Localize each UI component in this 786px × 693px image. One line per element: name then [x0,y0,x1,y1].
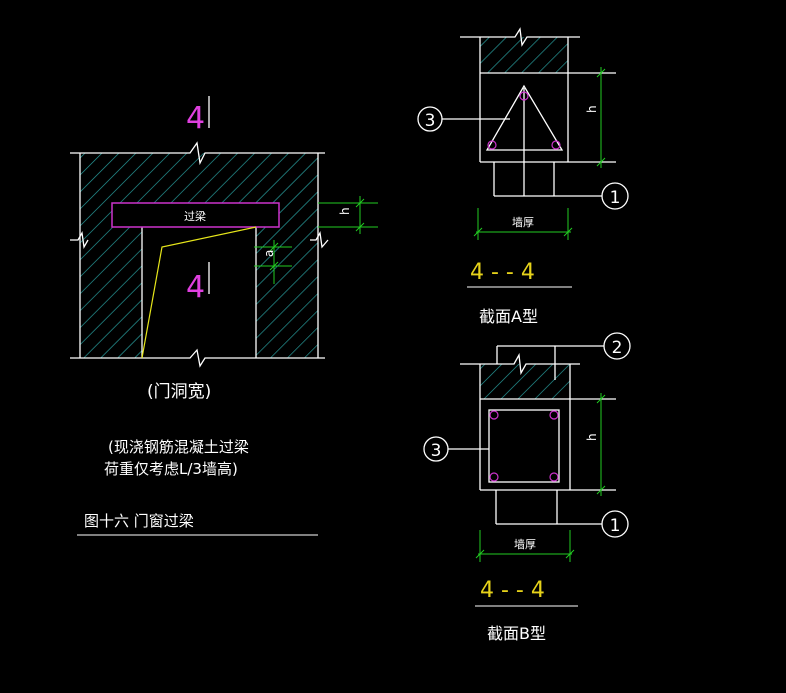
door-lintel-figure: 过梁 4 4 h a (门洞宽) (现浇钢筋混凝土过梁 荷重仅考虑L/3墙 [70,96,378,536]
figure-caption: 图十六 门窗过梁 [84,512,194,530]
section-b-figure: h 墙厚 2 3 1 4 - - 4 截面B型 [423,332,631,643]
dimension-a-left [254,240,292,284]
section-a-marker-3 [417,106,443,132]
section-a-wall-thickness: 墙厚 [512,215,534,229]
section-a-marker-1 [601,182,629,210]
section-b-marker-3 [423,436,449,462]
wall-hatch [80,153,318,358]
section-b-wall-thickness: 墙厚 [514,537,536,551]
section-a-dim-h: h [585,105,599,113]
section-b-marker-2 [603,332,631,360]
note-line-1: (现浇钢筋混凝土过梁 [108,438,249,456]
svg-text:1: 1 [610,516,621,536]
lintel-beam [111,202,280,228]
svg-text:3: 3 [425,111,436,131]
section-a-title: 4 - - 4 [470,260,535,285]
svg-text:3: 3 [431,441,442,461]
section-b-dim-h: h [585,433,599,441]
dimension-h-left-label: h [338,207,352,215]
note-line-2: 荷重仅考虑L/3墙高) [104,460,238,478]
svg-text:1: 1 [610,188,621,208]
section-b-marker-1 [601,510,629,538]
section-mark-top: 4 [186,101,205,136]
section-a-figure: h 墙厚 3 1 4 - - 4 截面A型 [417,27,629,326]
load-triangle-line [141,226,257,359]
dimension-h-left [318,196,378,234]
door-width-label: (门洞宽) [147,382,211,402]
section-a-type-label: 截面A型 [479,307,538,326]
section-mark-bottom: 4 [186,270,205,305]
lintel-beam-label: 过梁 [184,209,206,223]
svg-text:2: 2 [612,338,623,358]
section-b-wall-hatch [480,364,570,399]
section-b-title: 4 - - 4 [480,578,545,603]
section-b-type-label: 截面B型 [487,624,546,643]
dimension-a-left-label: a [262,250,276,257]
